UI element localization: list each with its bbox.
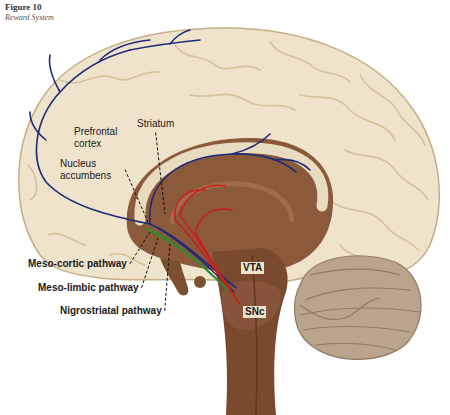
leader-line: [130, 232, 150, 264]
pathway-label: Nigrostriatal pathway: [60, 305, 162, 317]
nucleus-label: SNc: [243, 306, 266, 318]
region-label: Striatum: [137, 118, 174, 130]
region-label: Prefrontal cortex: [74, 126, 134, 149]
pathway-label: Meso-limbic pathway: [38, 282, 139, 294]
figure-caption: Reward System: [5, 13, 54, 22]
figure-title: Figure 10: [5, 2, 42, 12]
nucleus-label: VTA: [241, 262, 264, 274]
leader-line: [125, 170, 148, 223]
region-label: Nucleus accumbens: [60, 158, 122, 181]
leader-line: [165, 244, 170, 311]
pathway-label: Meso-cortic pathway: [28, 258, 127, 270]
leader-line: [142, 238, 158, 288]
leader-line: [156, 133, 165, 215]
